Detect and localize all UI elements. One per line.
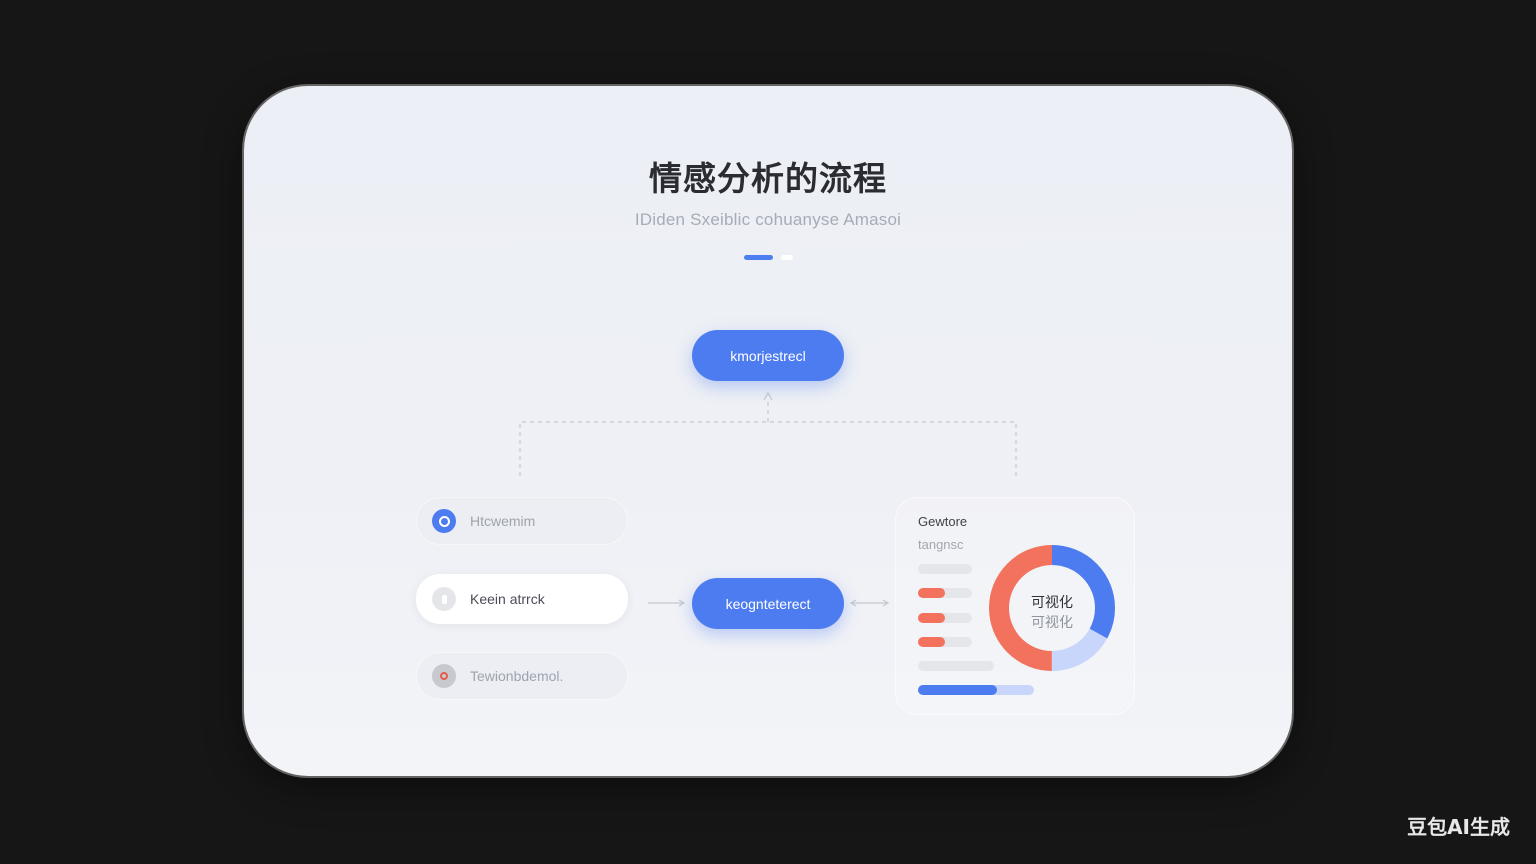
pagination-dot-active[interactable]	[744, 255, 773, 260]
input-item-label: Tewionbdemol.	[470, 668, 564, 684]
sentiment-bar	[918, 613, 972, 623]
progress-bar	[918, 685, 1034, 695]
shield-icon	[432, 664, 456, 688]
page-subtitle: IDiden Sxeiblic cohuanyse Amasoi	[634, 210, 902, 229]
extract-middle-button[interactable]: keognteterect	[692, 578, 844, 629]
donut-segment	[989, 545, 1115, 671]
sentiment-bar-fill	[918, 613, 945, 623]
panel-subtitle: tangnsc	[918, 537, 964, 552]
input-item-label: Htcwemim	[470, 513, 536, 529]
progress-bar-fill	[918, 685, 997, 695]
input-item[interactable]: Tewionbdemol.	[416, 652, 628, 700]
sentiment-bar	[918, 588, 972, 598]
extract-middle-button-label: keognteterect	[725, 595, 811, 612]
sentiment-bar	[918, 637, 972, 647]
sentiment-bar	[918, 564, 972, 574]
sentiment-bar-fill	[918, 588, 945, 598]
pagination-dot[interactable]	[781, 255, 793, 260]
sentiment-bar	[918, 661, 994, 671]
donut-label-secondary: 可视化	[1031, 614, 1073, 630]
donut-label-primary: 可视化	[1031, 594, 1073, 610]
document-icon	[432, 587, 456, 611]
sentiment-donut-chart	[989, 545, 1115, 671]
circle-icon	[432, 509, 456, 533]
donut-segment	[989, 545, 1115, 671]
sentiment-bar-fill	[918, 637, 945, 647]
input-item-label: Keein atrrck	[470, 591, 545, 607]
page-title: 情感分析的流程	[649, 159, 887, 198]
input-item[interactable]: Htcwemim	[416, 497, 628, 545]
watermark: 豆包AI生成	[1407, 815, 1510, 839]
panel-title: Gewtore	[918, 514, 968, 529]
extract-top-button[interactable]: kmorjestrecl	[692, 330, 844, 381]
input-item-selected[interactable]: Keein atrrck	[416, 574, 628, 624]
extract-top-button-label: kmorjestrecl	[730, 347, 806, 364]
